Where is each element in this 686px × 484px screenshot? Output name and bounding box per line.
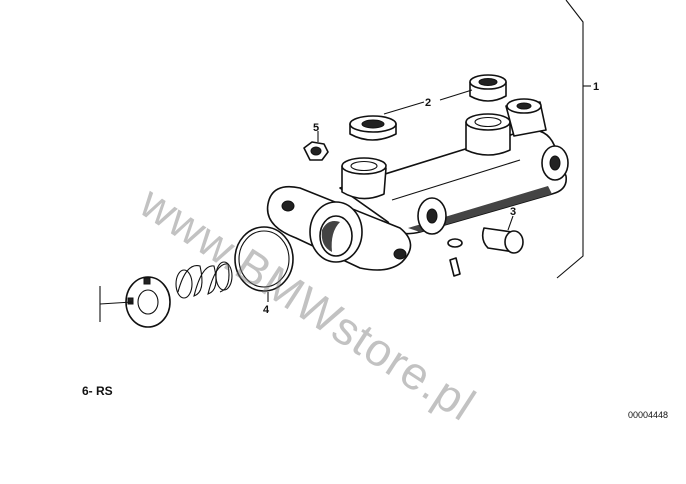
- bleed-screw: [447, 215, 524, 277]
- callout-1: 1: [593, 81, 599, 93]
- callout-3: 3: [510, 206, 516, 218]
- diagram-code: 00004448: [628, 410, 669, 420]
- reservoir-seals: [349, 74, 507, 141]
- spring: [175, 261, 233, 299]
- master-cylinder-body: [266, 98, 569, 271]
- assembly-bracket: [556, 0, 591, 279]
- retaining-washer: [99, 276, 171, 328]
- callout-2: 2: [425, 97, 431, 109]
- o-ring: [234, 226, 294, 302]
- diagram-caption: 6- RS: [82, 384, 113, 398]
- nut: [303, 131, 329, 161]
- callout-5: 5: [313, 122, 319, 134]
- callout-4: 4: [263, 304, 270, 316]
